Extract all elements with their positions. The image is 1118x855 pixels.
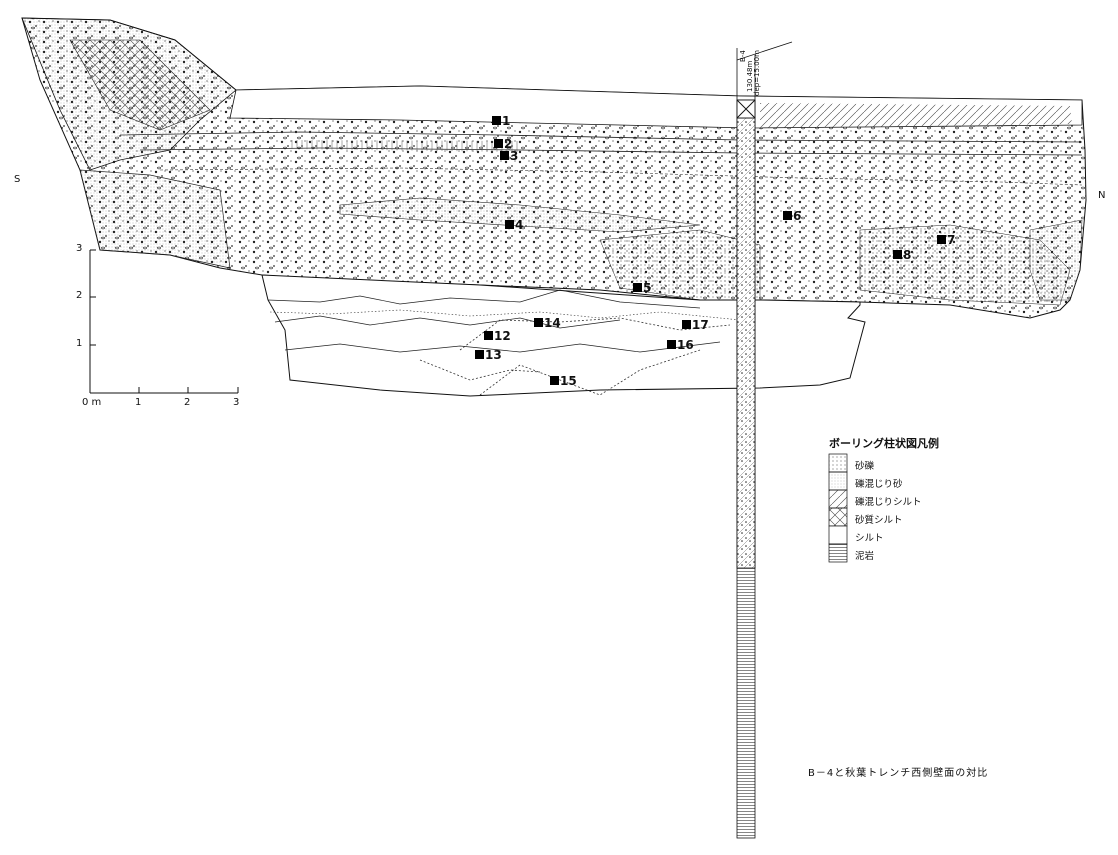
topsoil-hatch [760,103,1072,128]
sample-marker-square [484,331,493,340]
layer-line-3 [159,167,1083,186]
sample-label: 6 [793,209,802,223]
left-hatch [69,39,211,131]
pit-layer-1 [267,289,701,309]
layer-band-vert [290,140,520,152]
scale-vlabel-1: 1 [76,338,83,349]
figure-caption: B－4と秋葉トレンチ西側壁面の対比 [808,768,989,779]
borehole-gravel-section [736,117,756,569]
sample-marker-square [500,151,509,160]
sample-label: 13 [485,348,502,362]
left-lower-dotted [79,169,231,269]
legend-swatch-3 [828,507,848,527]
sample-label: 3 [510,149,519,163]
sand-lens [339,197,701,233]
sample-label: 12 [494,329,511,343]
sample-label: 5 [643,281,652,295]
borehole-b4 [736,41,793,839]
pit-dotted-2 [479,349,701,396]
legend-swatch-5 [828,543,848,563]
legend-label-0: 砂礫 [855,461,875,472]
legend-swatch-2 [828,489,848,509]
sample-marker-square [667,340,676,349]
sample-marker-square [633,283,642,292]
legend-label-5: 泥岩 [855,551,875,562]
right-fine-zone [1029,219,1083,301]
legend-swatches [828,453,848,563]
sample-marker-square [937,235,946,244]
sample-marker-square [492,116,501,125]
legend-label-1: 礫混じり砂 [855,479,903,490]
sample-label: 2 [504,137,513,151]
sample-label: 16 [677,338,694,352]
sample-marker-square [783,211,792,220]
scale-hlabel-1: 1 [135,397,142,408]
legend-swatch-4 [828,525,848,545]
sample-label: 1 [502,114,511,128]
borehole-leader-diag [736,41,793,61]
sample-marker-square [494,139,503,148]
scale-vlabel-3: 3 [76,243,83,254]
legend-label-4: シルト [855,533,884,544]
pit-layer-2 [274,315,621,329]
sample-label: 14 [544,316,561,330]
sample-label: 7 [947,233,956,247]
legend-label-3: 砂質シルト [855,515,903,526]
scale-hlabel-2: 2 [184,397,191,408]
sample-marker-square [534,318,543,327]
sample-marker-square [475,350,484,359]
sample-label: 8 [903,248,912,262]
legend-swatch-0 [828,453,848,473]
sample-marker-square [893,250,902,259]
sample-label: 15 [560,374,577,388]
upper-wall [21,17,1087,319]
pit-dotted-4 [269,309,741,321]
pit-dotted-1 [459,317,731,351]
sample-label: 17 [692,318,709,332]
lower-pit [261,274,866,397]
legend-swatch-1 [828,471,848,491]
scale-bar [89,249,239,394]
north-label: N [1098,190,1106,201]
borehole-top-x [736,99,756,119]
scale-hlabel-0: 0 m [82,397,102,408]
borehole-depth: dep=15.00m [753,50,761,96]
legend-title: ボーリング柱状図凡例 [829,437,939,450]
legend-label-2: 礫混じりシルト [855,497,922,508]
scale-vlabel-2: 2 [76,290,83,301]
sample-marker-square [505,220,514,229]
sample-marker-square [550,376,559,385]
pit-layer-3 [284,341,721,353]
layer-line-1 [119,131,1083,143]
scale-hlabel-3: 3 [233,397,240,408]
south-label: S [14,174,21,185]
sample-marker-square [682,320,691,329]
sample-label: 4 [515,218,524,232]
